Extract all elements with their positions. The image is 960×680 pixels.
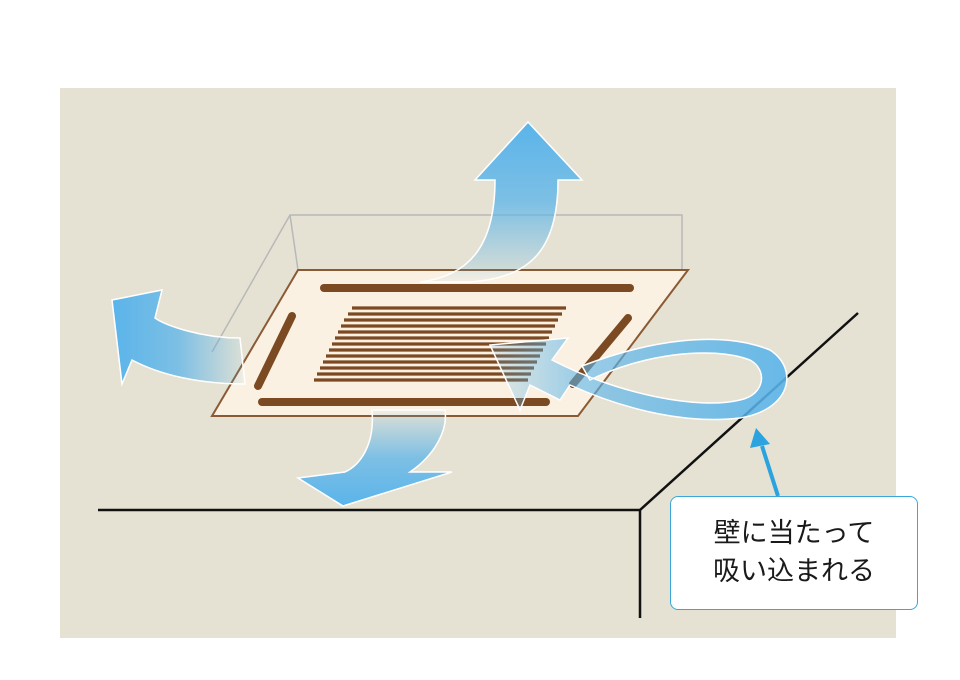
callout-line-2: 吸い込まれる bbox=[713, 556, 875, 587]
airflow-arrow-left bbox=[111, 289, 246, 387]
airflow-arrow-down bbox=[295, 409, 453, 507]
callout-line-1: 壁に当たって bbox=[713, 518, 875, 549]
outer-louvers bbox=[254, 284, 634, 406]
airflow-arrow-return bbox=[488, 337, 788, 421]
unit-body-outline bbox=[211, 214, 683, 353]
airflow-arrow-up bbox=[419, 120, 584, 283]
callout-pointer-arrow bbox=[750, 428, 780, 497]
callout-box: 壁に当たって 吸い込まれる bbox=[670, 496, 918, 610]
